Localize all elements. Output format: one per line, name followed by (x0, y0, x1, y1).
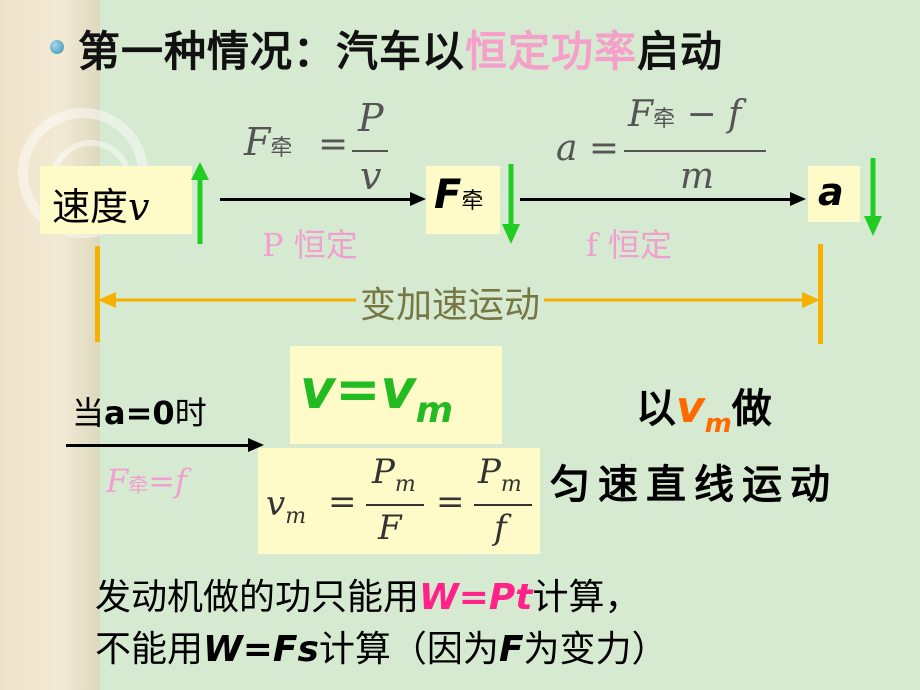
flow-arrowhead-1 (410, 192, 426, 206)
bracket-left-line (95, 246, 100, 342)
traction-v: v (360, 154, 382, 198)
decorative-strip (0, 0, 100, 690)
variable-motion-label: 变加速运动 (356, 276, 545, 328)
traction-P: P (358, 96, 384, 140)
result-line2: 匀速直线运动 (550, 462, 838, 508)
bottom-line-1: 发动机做的功只能用W=Pt计算， (95, 577, 641, 618)
vm-formula-lhs: vm (266, 484, 307, 529)
accel-m: m (680, 156, 715, 197)
result-line1: 以vm做 (636, 382, 772, 439)
bullet-icon (50, 40, 64, 54)
accel-label: a (818, 170, 844, 214)
f-constant-label: f 恒定 (586, 226, 673, 264)
down-arrow-icon (502, 164, 520, 244)
vm-formula-F: F (378, 508, 402, 548)
speed-text: 速度 (52, 185, 129, 229)
vm-fraction-bar-2 (474, 504, 532, 506)
speed-box (40, 166, 192, 234)
accel-fraction-bar (624, 150, 766, 152)
accel-numerator: F牵 − f (628, 94, 742, 135)
condition-text: 当a=0时 (72, 394, 207, 432)
speed-var: v (128, 185, 150, 229)
vm-formula-eq2: = (436, 482, 465, 522)
vm-formula-Pm1: Pm (372, 452, 416, 497)
title-highlight: 恒定功率 (465, 27, 638, 76)
traction-fraction-bar (352, 150, 388, 152)
vm-equation: v=vm (300, 358, 454, 431)
flow-arrow-1 (220, 198, 412, 201)
bottom-line-2: 不能用W=Fs计算（因为F为变力） (95, 629, 668, 670)
speed-label: 速度v (52, 176, 149, 231)
slide-title: 第一种情况：汽车以恒定功率启动 (78, 18, 723, 79)
bracket-right-line (818, 244, 823, 344)
flow-arrowhead-2 (790, 192, 806, 206)
title-suffix: 启动 (637, 27, 724, 76)
vm-formula-box (258, 448, 540, 554)
vm-fraction-bar-1 (366, 504, 424, 506)
vm-formula-f: f (494, 508, 507, 548)
traction-eq-sign: = (318, 124, 349, 165)
traction-label: F牵 (434, 172, 484, 218)
vm-formula-eq1: = (328, 482, 357, 522)
vm-box (290, 346, 502, 444)
condition-arrow (66, 444, 250, 447)
traction-formula: F牵 (244, 120, 293, 164)
accel-lhs: a = (556, 128, 620, 169)
accel-box (808, 166, 860, 222)
flow-arrow-2 (520, 198, 792, 201)
up-arrow-icon (191, 162, 209, 244)
p-constant-label: P 恒定 (262, 226, 358, 264)
traction-box (426, 166, 500, 234)
condition-equation: F牵=f (106, 462, 187, 500)
down-arrow-icon (864, 158, 882, 236)
title-prefix: 第一种情况：汽车以 (78, 27, 466, 76)
vm-formula-Pm2: Pm (478, 452, 522, 497)
